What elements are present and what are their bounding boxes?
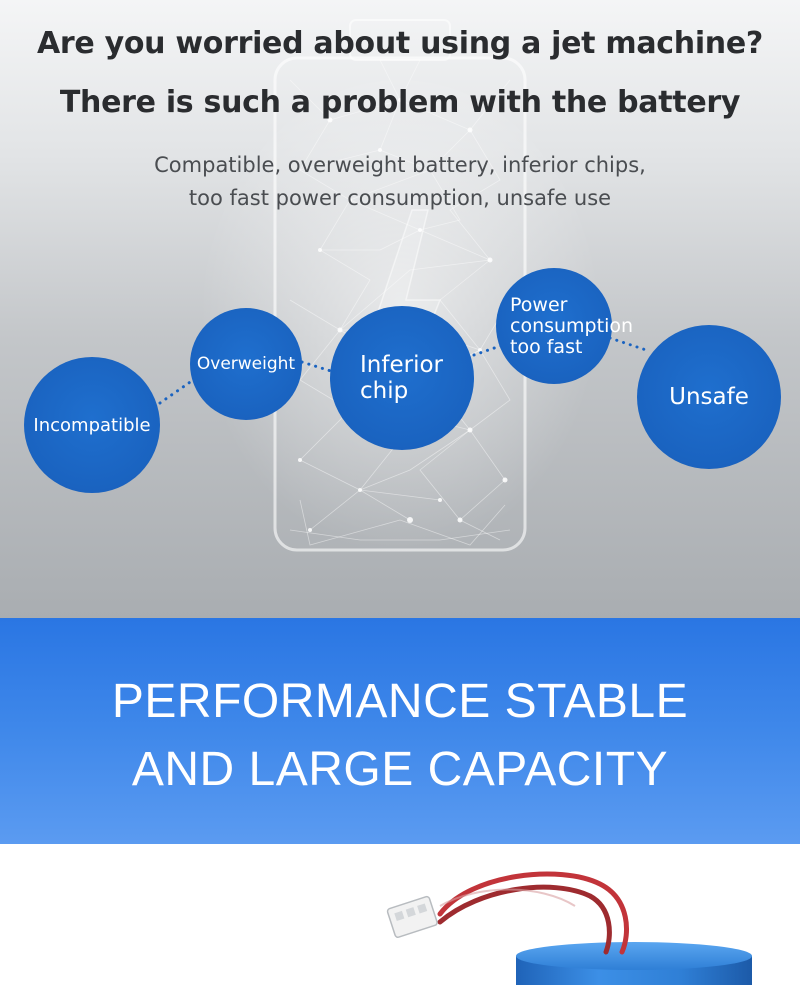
problem-label-incompatible: Incompatible [33, 414, 151, 436]
problem-bubble-unsafe: Unsafe [637, 325, 781, 469]
headline-worried: Are you worried about using a jet machin… [36, 26, 764, 61]
problem-label-overweight: Overweight [196, 354, 296, 374]
product-image-section [0, 844, 800, 985]
banner-title-line-2: AND LARGE CAPACITY [131, 743, 669, 796]
headline-battery-problem: There is such a problem with the battery [59, 85, 741, 120]
problem-label-inferior-chip: Inferior chip [360, 352, 443, 404]
problem-summary-line-1: Compatible, overweight battery, inferior… [154, 153, 646, 177]
problem-bubble-overweight: Overweight [190, 308, 302, 420]
problem-bubble-incompatible: Incompatible [24, 357, 160, 493]
performance-banner: PERFORMANCE STABLE AND LARGE CAPACITY [0, 618, 800, 844]
problem-label-power-consumption: Power consumption too fast [510, 293, 634, 358]
problem-bubble-power-consumption: Power consumption too fast [496, 268, 633, 384]
battery-pack-illustration [386, 871, 752, 985]
problem-summary-line-2: too fast power consumption, unsafe use [188, 186, 612, 210]
problem-bubble-inferior-chip: Inferior chip [330, 306, 474, 450]
battery-problems-section: Are you worried about using a jet machin… [0, 0, 800, 618]
banner-title-line-1: PERFORMANCE STABLE [111, 675, 689, 728]
problem-label-unsafe: Unsafe [669, 384, 749, 410]
